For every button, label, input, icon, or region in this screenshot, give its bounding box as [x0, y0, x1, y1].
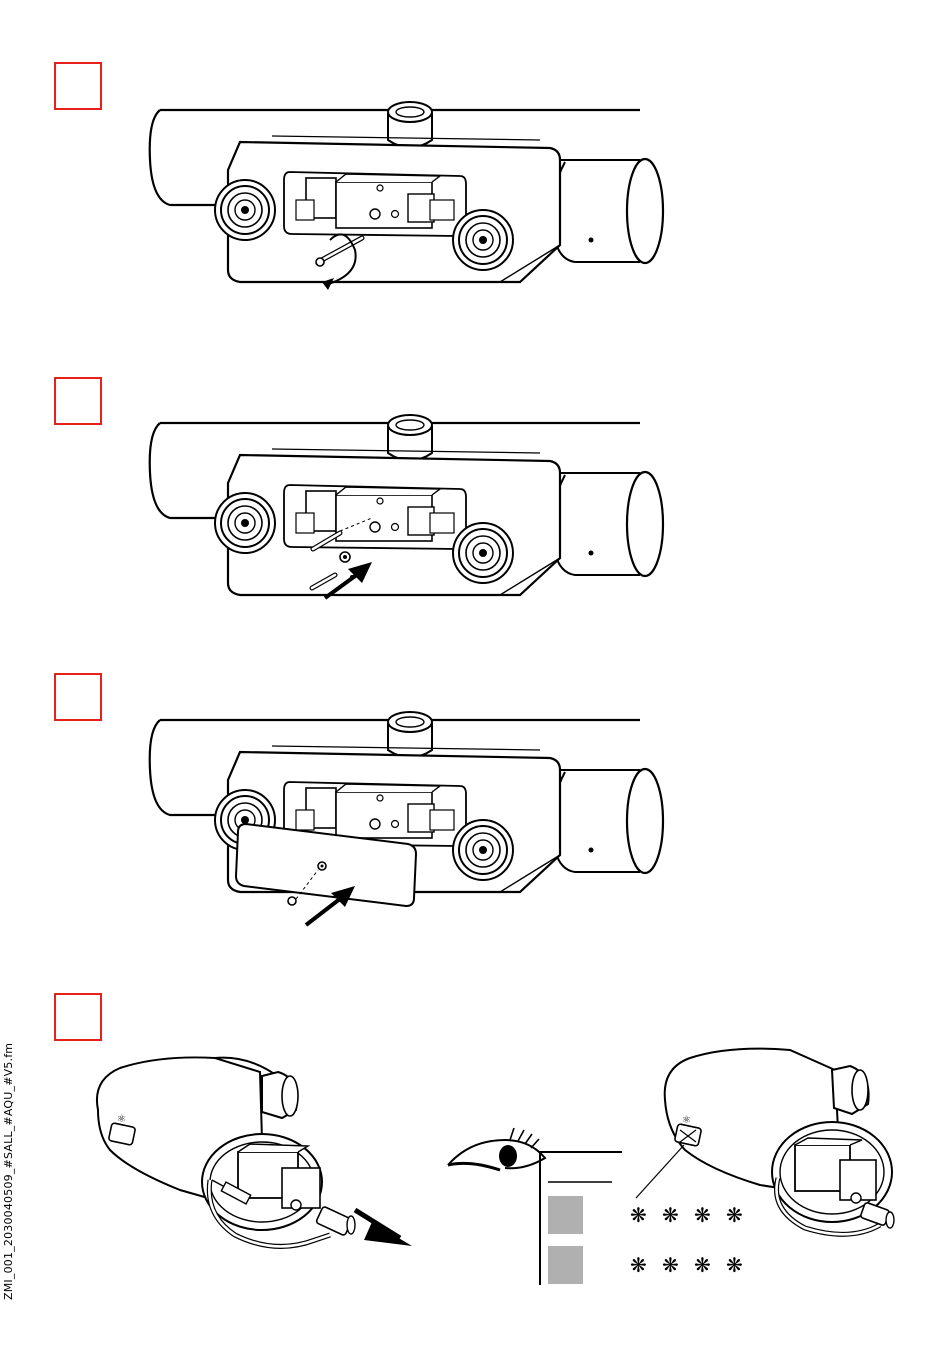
step-3-illustration: [150, 712, 663, 925]
step-4-illustration-left: ⚛: [97, 1057, 412, 1246]
step-1-illustration: [150, 102, 663, 290]
svg-text:❋: ❋: [662, 1203, 679, 1227]
led-blink-icon: ❋ ❋ ❋ ❋ ❋ ❋ ❋ ❋: [630, 1203, 743, 1277]
display-panel: [540, 1152, 622, 1285]
svg-text:❋: ❋: [694, 1203, 711, 1227]
svg-text:❋: ❋: [662, 1253, 679, 1277]
step-2-illustration: [150, 415, 663, 598]
indicator-block: [548, 1196, 583, 1234]
svg-text:⚛: ⚛: [682, 1115, 691, 1126]
svg-text:❋: ❋: [726, 1253, 743, 1277]
svg-text:❋: ❋: [726, 1203, 743, 1227]
svg-text:❋: ❋: [630, 1253, 647, 1277]
svg-text:❋: ❋: [630, 1203, 647, 1227]
svg-text:❋: ❋: [694, 1253, 711, 1277]
push-arrow-icon: [355, 1210, 412, 1246]
eye-icon: [448, 1128, 545, 1170]
indicator-block: [548, 1246, 583, 1284]
svg-text:⚛: ⚛: [117, 1114, 126, 1125]
